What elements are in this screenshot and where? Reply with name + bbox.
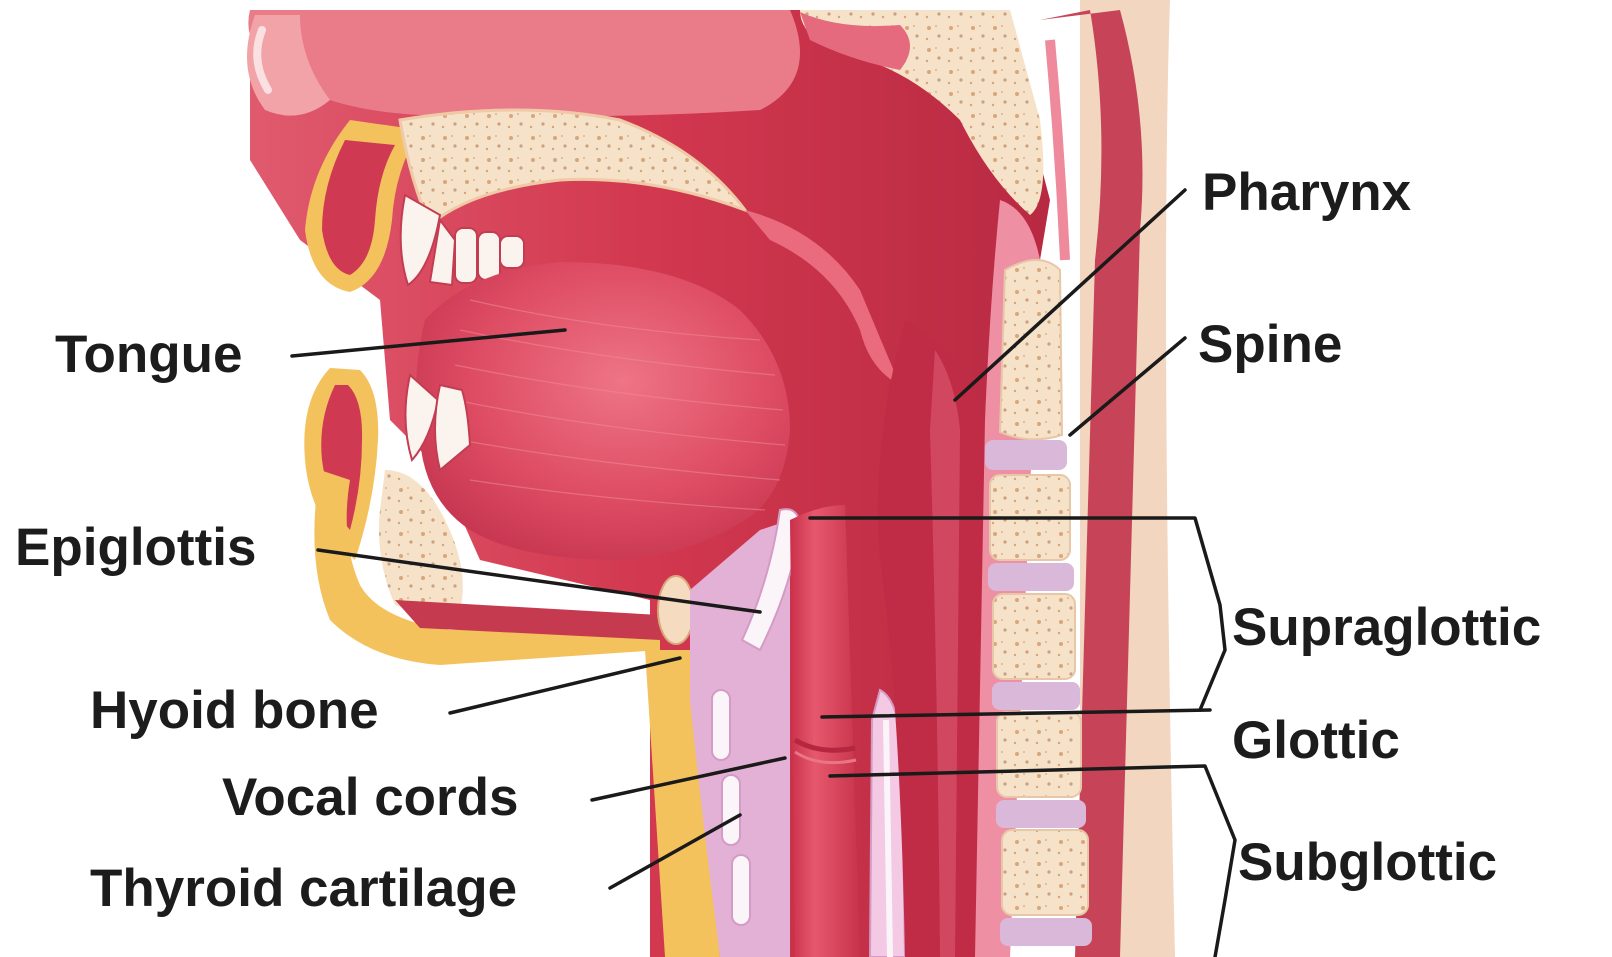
label-epiglottis: Epiglottis: [15, 518, 256, 577]
label-subglottic: Subglottic: [1238, 833, 1497, 892]
label-supraglottic: Supraglottic: [1232, 598, 1541, 657]
label-vocal-cords: Vocal cords: [222, 768, 519, 827]
disc: [988, 563, 1074, 591]
vertebra: [993, 594, 1075, 679]
label-glottic: Glottic: [1232, 711, 1400, 770]
label-tongue: Tongue: [55, 325, 242, 384]
disc: [1000, 918, 1092, 946]
hyoid-bone-leader: [450, 658, 680, 713]
label-spine: Spine: [1198, 315, 1342, 374]
vertebra: [1002, 830, 1088, 915]
disc: [996, 800, 1086, 828]
tongue-shape: [416, 262, 790, 560]
label-hyoid-bone: Hyoid bone: [90, 681, 379, 740]
label-thyroid-cartilage: Thyroid cartilage: [90, 859, 517, 918]
vertebra: [997, 712, 1081, 797]
disc: [992, 682, 1080, 710]
hyoid-bone-shape: [658, 576, 694, 644]
disc: [985, 440, 1067, 470]
label-pharynx: Pharynx: [1202, 163, 1412, 222]
